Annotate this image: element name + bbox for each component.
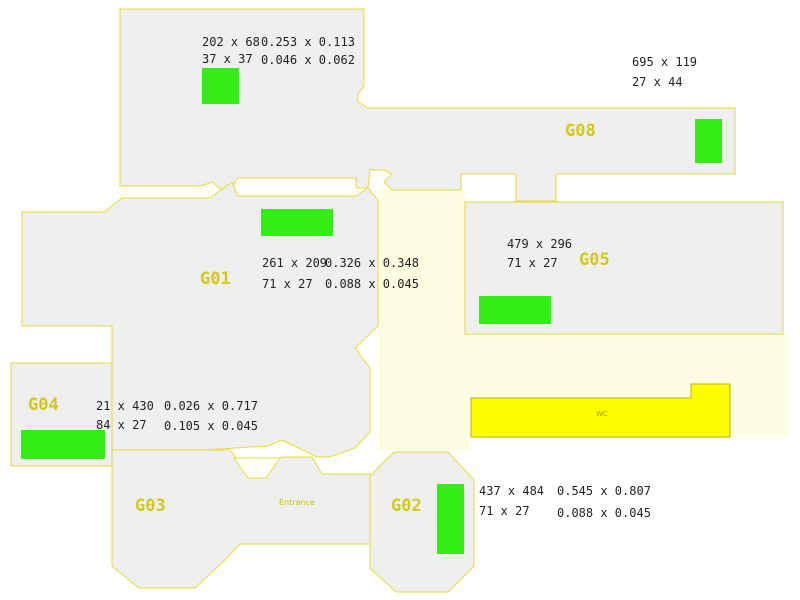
annotation-g02-a: 437 x 484 — [479, 484, 544, 498]
annotation-g04-c: 84 x 27 — [96, 418, 147, 432]
annotation-g05-b: 71 x 27 — [507, 256, 558, 270]
room-label-g08: G08 — [565, 121, 596, 141]
marker-g01 — [261, 209, 333, 236]
annotation-g02-b: 0.545 x 0.807 — [557, 484, 651, 498]
room-label-g04: G04 — [28, 395, 59, 415]
room-g03[interactable] — [111, 449, 371, 589]
annotation-top-left-a: 202 x 68 — [202, 35, 260, 49]
annotation-g02-d: 0.088 x 0.045 — [557, 506, 651, 520]
annotation-g01-c: 71 x 27 — [262, 277, 313, 291]
corridor-area — [378, 188, 788, 450]
annotation-g04-d: 0.105 x 0.045 — [164, 419, 258, 433]
annotation-top-left-d: 0.046 x 0.062 — [261, 53, 355, 67]
annotation-g01-a: 261 x 209 — [262, 256, 327, 270]
annotation-top-right-b: 27 x 44 — [632, 75, 683, 89]
annotation-g01-d: 0.088 x 0.045 — [325, 277, 419, 291]
room-label-g02: G02 — [391, 496, 422, 516]
marker-g02 — [437, 484, 464, 554]
annotation-top-left-c: 37 x 37 — [202, 52, 253, 66]
marker-g05 — [479, 296, 551, 324]
wc-room[interactable] — [470, 383, 731, 438]
annotation-g04-b: 0.026 x 0.717 — [164, 399, 258, 413]
annotation-g04-a: 21 x 430 — [96, 399, 154, 413]
annotation-top-left-b: 0.253 x 0.113 — [261, 35, 355, 49]
marker-g04 — [21, 430, 105, 459]
room-label-g03: G03 — [135, 496, 166, 516]
entrance-notch — [233, 457, 281, 479]
annotation-g05-a: 479 x 296 — [507, 237, 572, 251]
room-label-g05: G05 — [579, 250, 610, 270]
annotation-g01-b: 0.326 x 0.348 — [325, 256, 419, 270]
annotation-g02-c: 71 x 27 — [479, 504, 530, 518]
annotation-top-right-a: 695 x 119 — [632, 55, 697, 69]
room-label-g01: G01 — [200, 269, 231, 289]
wc-label: WC — [596, 410, 608, 418]
marker-top-left — [202, 68, 239, 104]
marker-g08 — [695, 119, 722, 163]
entrance-label: Entrance — [279, 498, 315, 507]
